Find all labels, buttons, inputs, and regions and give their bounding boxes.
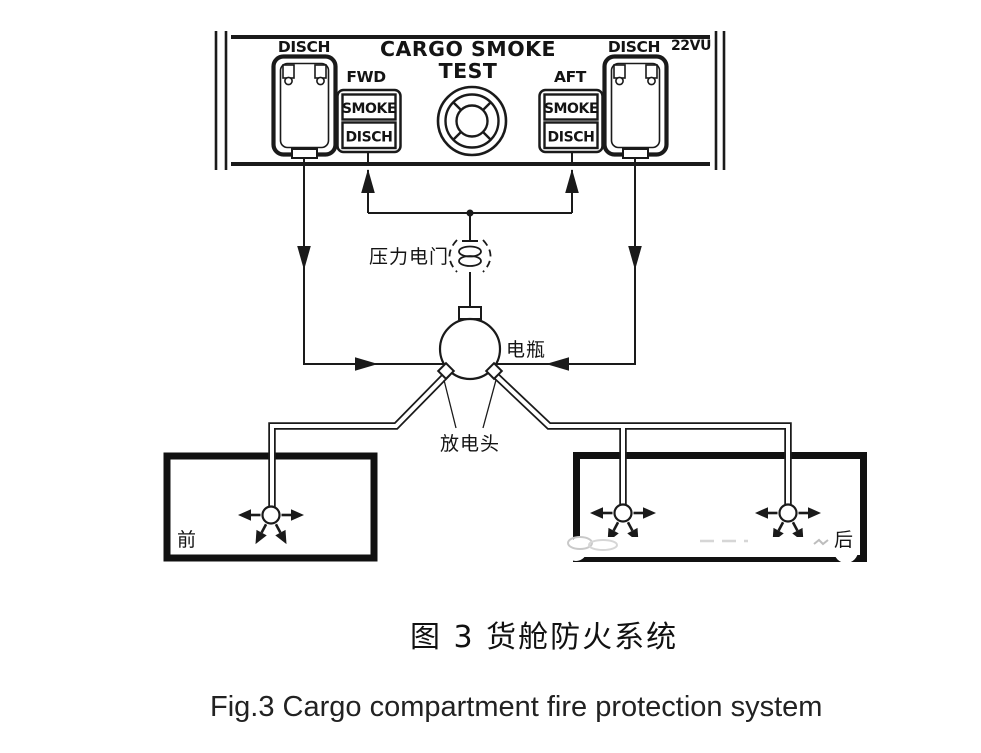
wire-arrowheads (297, 169, 642, 371)
test-button[interactable] (436, 85, 508, 157)
right-disch-switch-label: DISCH (608, 38, 660, 56)
left-disch-switch-label: DISCH (278, 38, 330, 56)
discharge-head-right (484, 361, 504, 381)
fire-protection-diagram: DISCH FWD SMOKE DISCH CARGO SMOKE TEST (163, 31, 867, 563)
left-arrow-to-bottle (546, 357, 569, 371)
fwd-smoke-disch-button[interactable]: SMOKE DISCH (336, 88, 402, 154)
figure-caption-chinese: 图 3 货舱防火系统 (410, 620, 679, 655)
discharge-head-left (436, 361, 456, 381)
watermark-smudge (565, 536, 858, 563)
up-arrow-aft (565, 169, 579, 193)
wire-junction-dot (466, 209, 474, 217)
fwd-smoke-light-label: SMOKE (342, 101, 396, 117)
panel-title-line2: TEST (439, 59, 498, 83)
pressure-switch-label: 压力电门 (369, 246, 449, 268)
figure-caption-english: Fig.3 Cargo compartment fire protection … (210, 691, 823, 723)
fire-bottle (436, 306, 504, 381)
bottle-label: 电瓶 (506, 339, 546, 361)
aft-smoke-disch-button[interactable]: SMOKE DISCH (538, 88, 604, 154)
aft-cargo-compartment (573, 452, 867, 562)
pressure-switch-symbol (448, 239, 492, 273)
fwd-disch-light-label: DISCH (346, 130, 393, 146)
panel-title-line1: CARGO SMOKE (380, 37, 556, 61)
discharge-head-label: 放电头 (440, 433, 500, 455)
discharge-pipes (268, 370, 792, 512)
overhead-panel: DISCH FWD SMOKE DISCH CARGO SMOKE TEST (214, 31, 726, 170)
forward-compartment-label: 前 (177, 529, 197, 551)
aft-label: AFT (554, 68, 587, 86)
up-arrow-fwd (361, 169, 375, 193)
down-arrow-right (628, 246, 642, 270)
discharge-head-pointers (443, 379, 497, 429)
fwd-disch-guard-switch[interactable] (274, 57, 336, 159)
aft-disch-light-label: DISCH (548, 130, 595, 146)
fwd-label: FWD (346, 68, 386, 86)
fwd-compartment-nozzle (236, 505, 306, 549)
aft-disch-guard-switch[interactable] (605, 57, 667, 159)
panel-unit-code: 22VU (671, 38, 711, 54)
aft-compartment-label: 后 (834, 529, 854, 551)
right-arrow-to-bottle (355, 357, 378, 371)
down-arrow-left (297, 246, 311, 270)
aft-smoke-light-label: SMOKE (544, 101, 598, 117)
